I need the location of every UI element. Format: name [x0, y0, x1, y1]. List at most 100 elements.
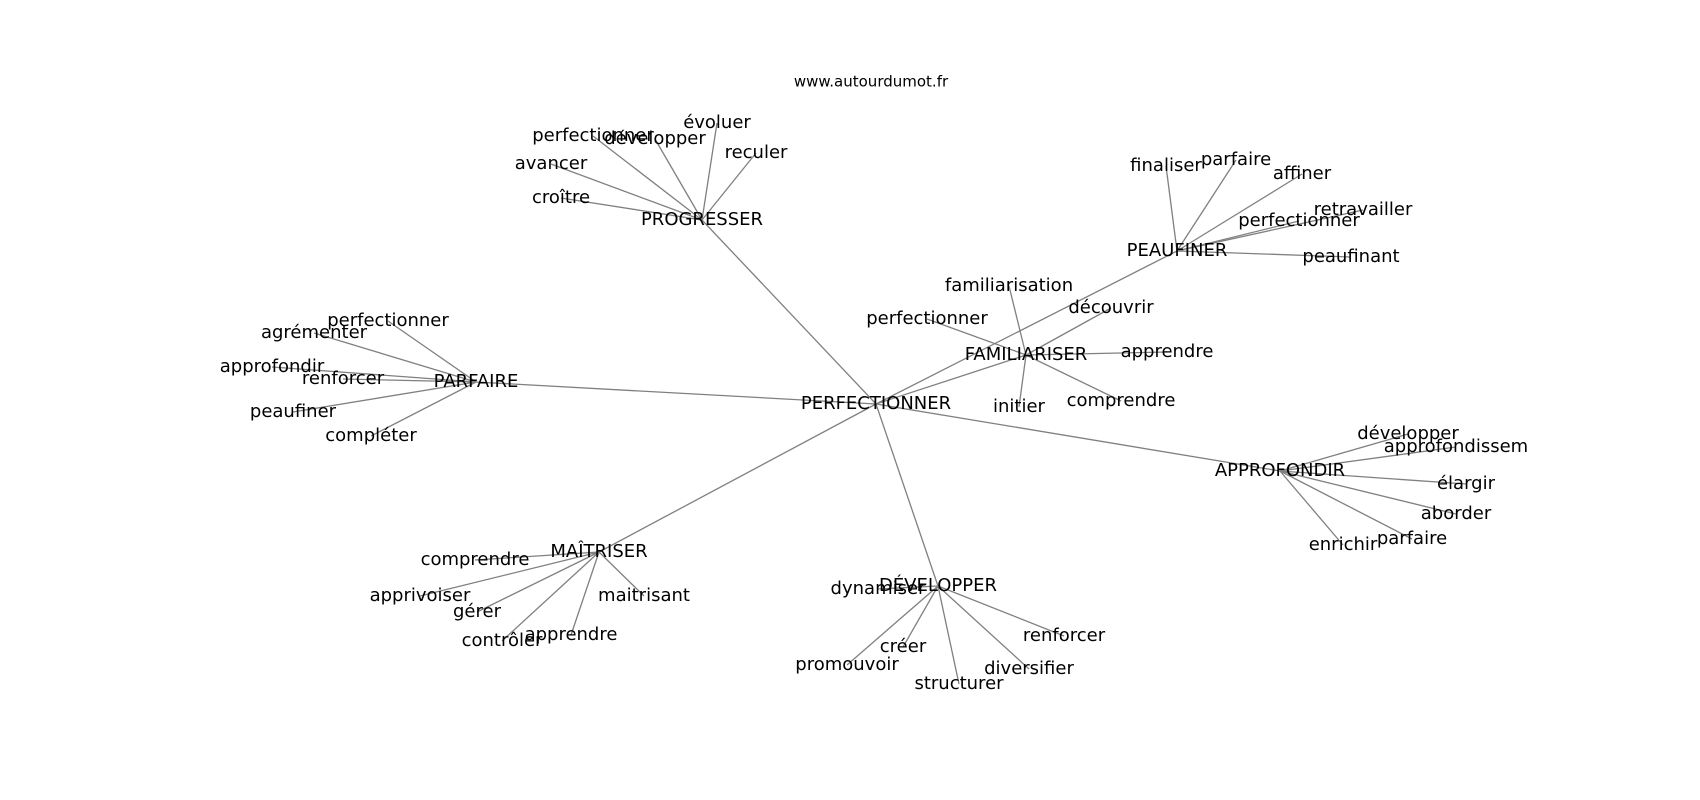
- edge-progresser-0: [592, 135, 703, 221]
- node-word-developper-5: renforcer: [1023, 625, 1106, 646]
- labels-layer: PERFECTIONNERPROGRESSERperfectionnerdéve…: [220, 112, 1528, 694]
- node-word-peaufiner-0: finaliser: [1130, 155, 1202, 176]
- edge-progresser-2: [701, 122, 718, 221]
- edge-progresser-4: [550, 163, 703, 221]
- source-url: www.autourdumot.fr: [794, 73, 949, 91]
- edge-center-peaufiner: [875, 250, 1178, 405]
- edge-maitriser-0: [474, 551, 600, 561]
- edge-approfondir-4: [1279, 470, 1413, 540]
- edge-parfaire-0: [387, 320, 477, 383]
- node-word-peaufiner-2: affiner: [1273, 163, 1332, 184]
- node-word-progresser-5: croître: [532, 187, 590, 208]
- node-word-familiariser-2: découvrir: [1068, 297, 1154, 318]
- node-word-progresser-0: perfectionner: [532, 125, 654, 146]
- edge-familiariser-3: [1025, 351, 1168, 356]
- edge-developper-5: [937, 585, 1065, 637]
- node-word-maitriser-3: contrôler: [462, 630, 543, 651]
- edges-layer: [271, 122, 1467, 685]
- node-word-familiariser-0: familiarisation: [945, 275, 1073, 296]
- node-word-parfaire-0: perfectionner: [327, 310, 449, 331]
- node-word-familiariser-1: perfectionner: [866, 308, 988, 329]
- node-hub-developper: DÉVELOPPER: [879, 574, 997, 596]
- edge-peaufiner-5: [1176, 250, 1352, 258]
- node-word-parfaire-5: compléter: [325, 425, 417, 446]
- edge-familiariser-2: [1025, 307, 1112, 356]
- node-word-parfaire-4: peaufiner: [250, 401, 337, 422]
- edge-center-progresser: [701, 219, 877, 405]
- edge-developper-2: [846, 585, 939, 666]
- edge-parfaire-3: [342, 378, 477, 383]
- node-word-peaufiner-1: parfaire: [1201, 149, 1271, 170]
- node-word-progresser-4: avancer: [515, 153, 588, 174]
- node-word-maitriser-2: gérer: [453, 601, 502, 622]
- edge-familiariser-5: [1025, 354, 1122, 402]
- node-word-developper-3: structurer: [914, 673, 1004, 694]
- edge-peaufiner-0: [1165, 165, 1178, 252]
- edge-progresser-5: [560, 197, 703, 221]
- edge-familiariser-0: [1008, 285, 1027, 356]
- edge-center-maitriser: [598, 403, 877, 553]
- node-word-approfondir-0: développer: [1357, 423, 1459, 444]
- edge-developper-3: [937, 585, 960, 685]
- edge-peaufiner-4: [1176, 220, 1300, 252]
- edge-progresser-1: [654, 138, 703, 221]
- node-word-developper-1: créer: [880, 636, 927, 657]
- node-hub-progresser: PROGRESSER: [641, 209, 763, 230]
- node-word-parfaire-1: agrémenter: [261, 322, 368, 343]
- node-word-peaufiner-4: perfectionner: [1238, 210, 1360, 231]
- edge-center-developper: [875, 403, 939, 587]
- edge-developper-0: [877, 585, 939, 590]
- node-word-maitriser-5: maitrisant: [598, 585, 690, 606]
- edge-developper-1: [902, 585, 939, 648]
- node-word-progresser-2: évoluer: [683, 112, 751, 133]
- edge-maitriser-4: [570, 551, 600, 636]
- node-word-parfaire-2: approfondir: [220, 356, 325, 377]
- node-word-approfondir-4: parfaire: [1377, 528, 1447, 549]
- node-word-familiariser-4: initier: [993, 396, 1046, 417]
- node-hub-approfondir: APPROFONDIR: [1215, 460, 1345, 481]
- node-center: PERFECTIONNER: [801, 393, 951, 414]
- edge-familiariser-4: [1018, 354, 1027, 408]
- node-word-developper-4: diversifier: [984, 658, 1074, 679]
- node-word-approfondir-2: élargir: [1437, 473, 1496, 494]
- node-word-parfaire-3: renforcer: [302, 368, 385, 389]
- node-word-peaufiner-3: retravailler: [1314, 199, 1413, 220]
- edge-center-familiariser: [875, 354, 1027, 405]
- edge-maitriser-5: [598, 551, 645, 597]
- edge-maitriser-2: [476, 551, 600, 613]
- edge-peaufiner-2: [1176, 173, 1303, 252]
- edge-parfaire-5: [370, 381, 477, 437]
- edge-center-approfondir: [875, 403, 1281, 472]
- node-hub-peaufiner: PEAUFINER: [1127, 240, 1228, 261]
- node-word-progresser-3: reculer: [725, 142, 788, 163]
- node-word-familiariser-3: apprendre: [1121, 341, 1214, 362]
- edge-parfaire-4: [292, 381, 477, 413]
- node-word-developper-0: dynamiser: [831, 578, 927, 599]
- edge-approfondir-2: [1279, 470, 1467, 485]
- node-hub-maitriser: MAÎTRISER: [550, 540, 647, 562]
- node-word-maitriser-1: apprivoiser: [370, 585, 471, 606]
- edge-maitriser-1: [419, 551, 600, 597]
- edge-approfondir-3: [1279, 470, 1457, 515]
- edge-peaufiner-1: [1176, 159, 1237, 252]
- node-word-approfondir-1: approfondissem: [1384, 436, 1528, 457]
- node-word-developper-2: promouvoir: [795, 654, 899, 675]
- edge-developper-4: [937, 585, 1030, 670]
- node-word-maitriser-0: comprendre: [421, 549, 530, 570]
- edge-parfaire-1: [313, 332, 477, 383]
- node-word-approfondir-5: enrichir: [1309, 534, 1378, 555]
- node-hub-familiariser: FAMILIARISER: [965, 344, 1088, 365]
- edge-peaufiner-3: [1176, 209, 1364, 252]
- node-word-maitriser-4: apprendre: [525, 624, 618, 645]
- edge-approfondir-0: [1279, 433, 1409, 472]
- edge-approfondir-5: [1279, 470, 1344, 546]
- node-word-progresser-1: développer: [604, 128, 706, 149]
- edge-maitriser-3: [501, 551, 600, 642]
- edge-center-parfaire: [475, 381, 877, 405]
- node-word-approfondir-3: aborder: [1421, 503, 1492, 524]
- edge-progresser-3: [701, 152, 757, 221]
- node-word-familiariser-5: comprendre: [1067, 390, 1176, 411]
- node-word-peaufiner-5: peaufinant: [1302, 246, 1399, 267]
- edge-familiariser-1: [926, 318, 1027, 356]
